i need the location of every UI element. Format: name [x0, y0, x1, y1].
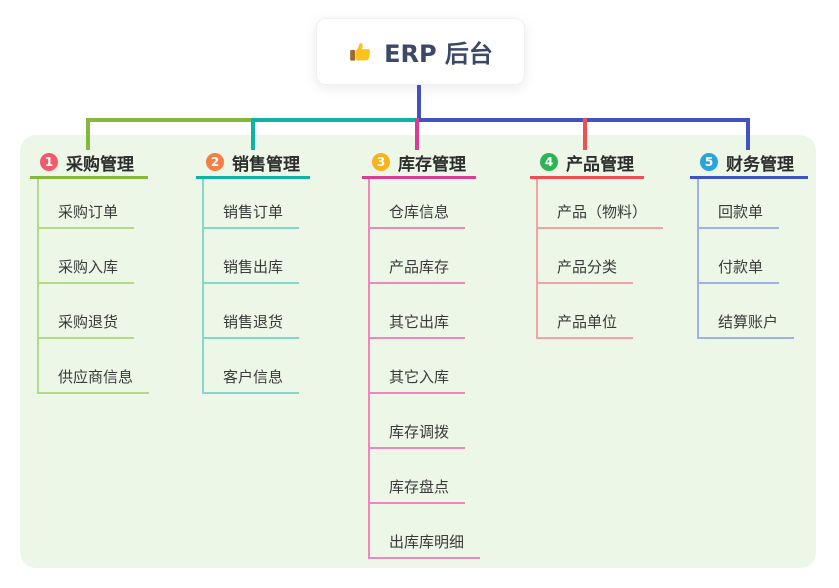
item-label: 结算账户 — [718, 313, 779, 331]
item-label: 其它出库 — [389, 313, 450, 331]
item-label: 采购退货 — [58, 313, 119, 331]
node-item[interactable]: 销售订单 — [202, 197, 300, 229]
node-item[interactable]: 付款单 — [697, 252, 780, 284]
node-item[interactable]: 采购入库 — [37, 252, 135, 284]
item-label: 产品（物料） — [557, 203, 648, 221]
connector-drop-branch-2 — [251, 118, 255, 150]
item-label: 销售订单 — [223, 203, 284, 221]
branch-label: 财务管理 — [726, 154, 794, 175]
branch-number-badge: 4 — [540, 153, 558, 171]
item-label: 产品分类 — [557, 258, 618, 276]
item-label: 产品库存 — [389, 258, 450, 276]
item-label: 库存盘点 — [389, 478, 450, 496]
branch-number-badge: 5 — [700, 153, 718, 171]
connector-spine — [37, 179, 39, 394]
connector-root-drop — [417, 84, 421, 118]
branch-node-finance[interactable]: 5 财务管理 — [690, 148, 808, 179]
node-item[interactable]: 销售出库 — [202, 252, 300, 284]
thumbs-up-icon — [348, 39, 374, 65]
item-label: 供应商信息 — [58, 368, 134, 386]
item-label: 采购订单 — [58, 203, 119, 221]
item-label: 仓库信息 — [389, 203, 450, 221]
node-item[interactable]: 采购退货 — [37, 307, 135, 339]
connector-drop-branch-4 — [583, 118, 587, 150]
connector-drop-branch-5 — [746, 118, 750, 150]
item-label: 库存调拨 — [389, 423, 450, 441]
branch-node-product[interactable]: 4 产品管理 — [530, 148, 644, 179]
node-item[interactable]: 供应商信息 — [37, 362, 150, 394]
root-label: ERP 后台 — [384, 40, 493, 68]
branch-label: 采购管理 — [66, 154, 134, 175]
node-item[interactable]: 仓库信息 — [368, 197, 466, 229]
item-label: 客户信息 — [223, 368, 284, 386]
node-item[interactable]: 回款单 — [697, 197, 780, 229]
node-item[interactable]: 产品库存 — [368, 252, 466, 284]
item-label: 销售退货 — [223, 313, 284, 331]
node-item[interactable]: 销售退货 — [202, 307, 300, 339]
node-item[interactable]: 其它出库 — [368, 307, 466, 339]
item-label: 销售出库 — [223, 258, 284, 276]
branch-label: 库存管理 — [398, 154, 466, 175]
item-label: 回款单 — [718, 203, 764, 221]
branch-node-sales[interactable]: 2 销售管理 — [196, 148, 310, 179]
branch-label: 产品管理 — [566, 154, 634, 175]
node-item[interactable]: 出库库明细 — [368, 527, 481, 559]
branch-label: 销售管理 — [232, 154, 300, 175]
node-item[interactable]: 客户信息 — [202, 362, 300, 394]
root-node[interactable]: ERP 后台 — [316, 18, 525, 85]
node-item[interactable]: 产品分类 — [536, 252, 634, 284]
node-item[interactable]: 产品（物料） — [536, 197, 664, 229]
connector-drop-branch-1 — [86, 118, 90, 150]
item-label: 其它入库 — [389, 368, 450, 386]
node-item[interactable]: 库存盘点 — [368, 472, 466, 504]
branch-number-badge: 1 — [40, 153, 58, 171]
item-label: 付款单 — [718, 258, 764, 276]
branch-number-badge: 2 — [206, 153, 224, 171]
node-item[interactable]: 产品单位 — [536, 307, 634, 339]
connector-spine — [202, 179, 204, 394]
branches-panel — [20, 135, 816, 568]
connector-bus-green — [86, 118, 251, 122]
branch-node-inventory[interactable]: 3 库存管理 — [362, 148, 476, 179]
item-label: 出库库明细 — [389, 533, 465, 551]
connector-spine — [368, 179, 370, 559]
node-item[interactable]: 其它入库 — [368, 362, 466, 394]
connector-spine — [697, 179, 699, 339]
node-item[interactable]: 采购订单 — [37, 197, 135, 229]
node-item[interactable]: 结算账户 — [697, 307, 795, 339]
connector-spine — [536, 179, 538, 339]
branch-node-purchase[interactable]: 1 采购管理 — [30, 148, 148, 179]
item-label: 产品单位 — [557, 313, 618, 331]
item-label: 采购入库 — [58, 258, 119, 276]
branch-number-badge: 3 — [372, 153, 390, 171]
connector-drop-branch-3 — [415, 118, 419, 150]
node-item[interactable]: 库存调拨 — [368, 417, 466, 449]
connector-bus-teal — [251, 118, 419, 122]
